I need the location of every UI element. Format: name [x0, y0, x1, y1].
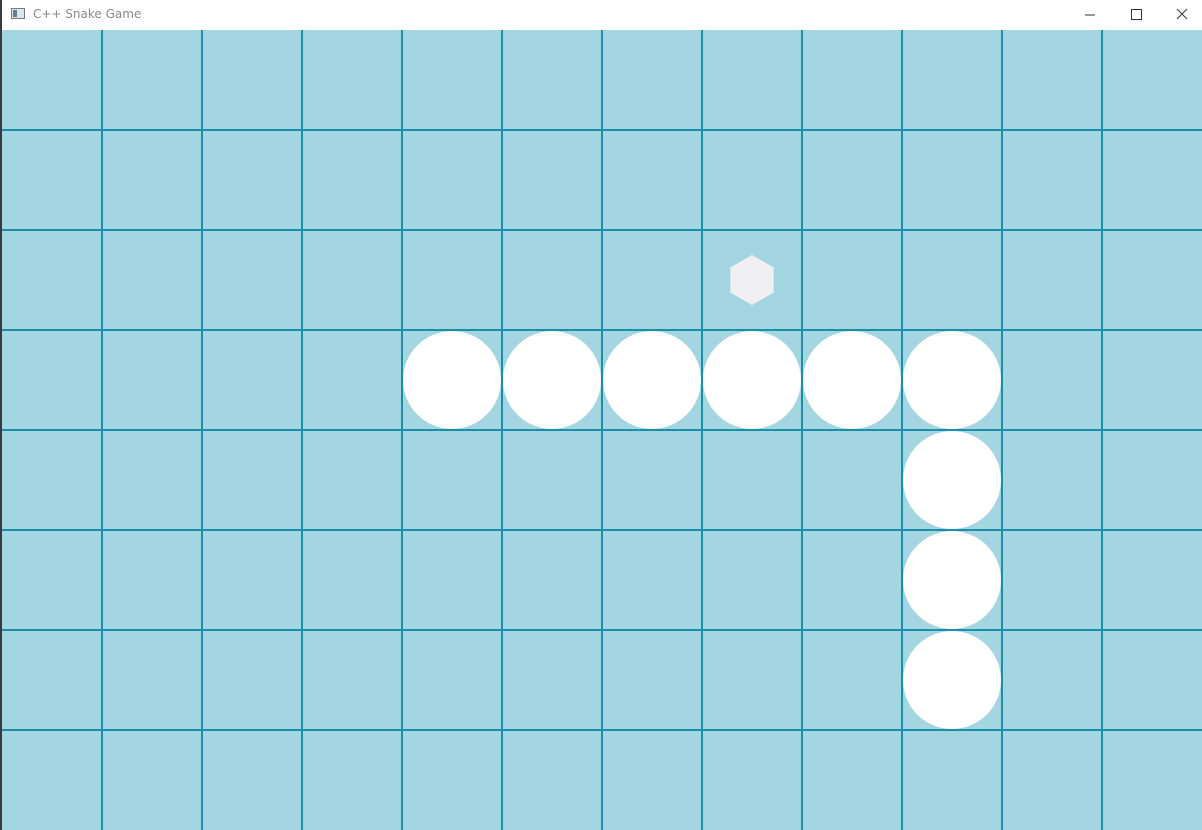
snake-segment: [803, 331, 901, 429]
snake-tail-segment: [403, 331, 501, 429]
snake-segment: [503, 331, 601, 429]
close-icon: [1176, 8, 1188, 20]
snake-segment: [903, 331, 1001, 429]
minimize-icon: [1085, 14, 1095, 16]
snake-segment: [703, 331, 801, 429]
maximize-icon: [1131, 9, 1142, 20]
food-item: [730, 255, 774, 305]
snake-segment: [903, 531, 1001, 629]
window-title: C++ Snake Game: [33, 7, 142, 21]
close-button[interactable]: [1159, 0, 1202, 30]
maximize-button[interactable]: [1113, 0, 1159, 30]
board-canvas: [2, 30, 1202, 830]
title-bar[interactable]: C++ Snake Game: [2, 0, 1202, 30]
app-icon: [11, 8, 25, 19]
game-board[interactable]: [2, 30, 1202, 830]
minimize-button[interactable]: [1067, 0, 1113, 30]
snake-segment: [903, 431, 1001, 529]
snake-segment: [603, 331, 701, 429]
snake-head-segment: [903, 631, 1001, 729]
